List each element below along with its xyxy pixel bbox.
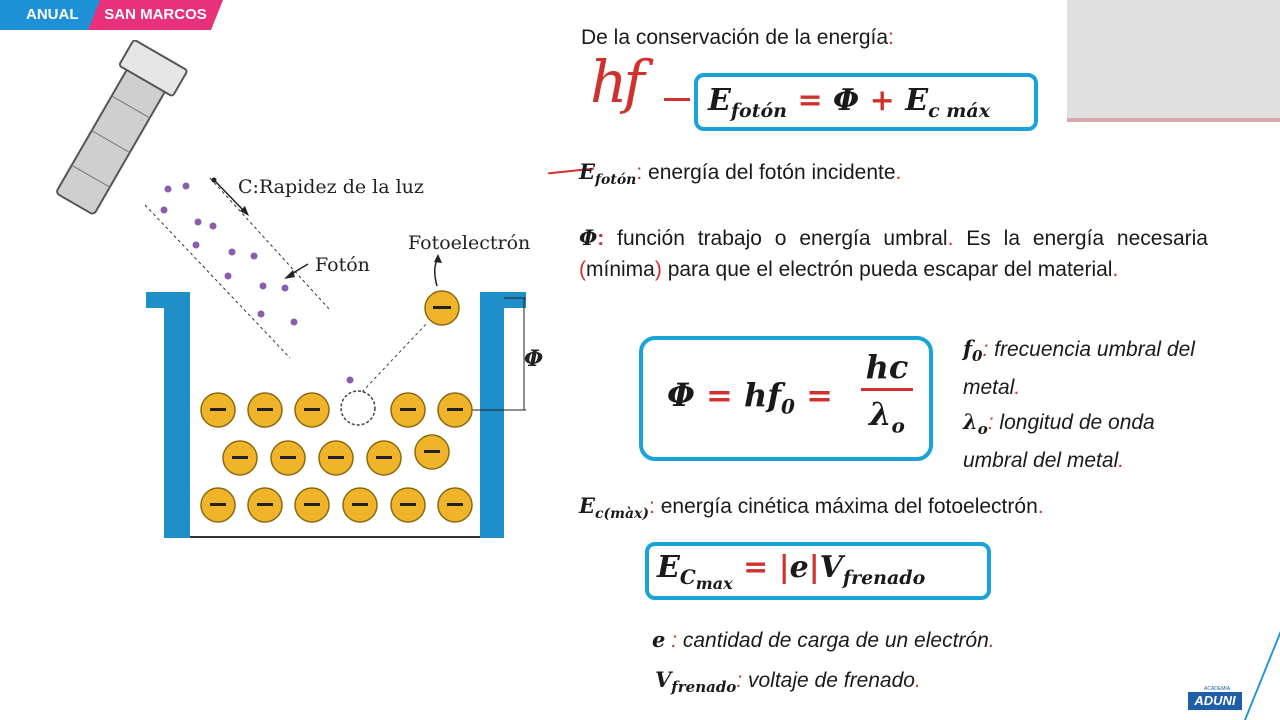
flashlight-icon xyxy=(56,40,188,215)
header-san-marcos-tag: SAN MARCOS xyxy=(88,0,223,30)
aduni-logo: ADUNI xyxy=(1188,692,1242,710)
energy-conservation-equation-box: Efotón = Φ + Ec máx xyxy=(694,73,1038,131)
electron-grid xyxy=(200,392,473,523)
kinetic-energy-equation-box: ECmax = |e|Vfrenado xyxy=(645,542,991,600)
light-speed-label: C:Rapidez de la luz xyxy=(238,176,424,198)
e-definition: e : cantidad de carga de un electrón. xyxy=(652,627,995,652)
efoton-definition: Efotón: energía del fotón incidente. xyxy=(579,159,902,189)
v-definition: Vfrenado: voltaje de frenado. xyxy=(655,667,921,697)
photoelectric-diagram: Fotón C:Rapidez de la luz Fotoelectrón Φ xyxy=(56,40,543,538)
metal-container xyxy=(146,292,526,538)
handwritten-dash xyxy=(664,98,690,101)
f0-definition: f0: frecuencia umbral del metal. xyxy=(963,336,1195,400)
work-function-equation-box: Φ = hf0 = hc λo xyxy=(639,336,933,461)
logo-stripe xyxy=(1244,625,1280,720)
whiteboard-thumbnail xyxy=(1067,0,1280,122)
equation-2-left: Φ = hf0 = xyxy=(667,376,833,419)
vacancy-circle xyxy=(340,390,376,426)
phi-definition: Φ: función trabajo o energía umbral. Es … xyxy=(579,225,1208,281)
equation-1: Efotón = Φ + Ec máx xyxy=(708,83,991,122)
equation-3: ECmax = |e|Vfrenado xyxy=(657,550,926,593)
equation-2-fraction: hc λo xyxy=(861,348,913,437)
phi-label: Φ xyxy=(524,346,543,372)
fotoelectron-label: Fotoelectrón xyxy=(408,232,530,254)
academia-label: ACADEMIA xyxy=(1204,686,1231,692)
photon-particles xyxy=(160,182,354,384)
handwritten-hf: hf xyxy=(590,48,645,116)
header-anual-tag: ANUAL xyxy=(0,0,100,30)
foton-label: Fotón xyxy=(315,254,370,276)
lambda-definition: λo: longitud de onda umbral del metal. xyxy=(963,409,1155,473)
conservation-title: De la conservación de la energía: xyxy=(581,26,894,49)
ec-definition: Ec(màx): energía cinética máxima del fot… xyxy=(579,493,1044,523)
